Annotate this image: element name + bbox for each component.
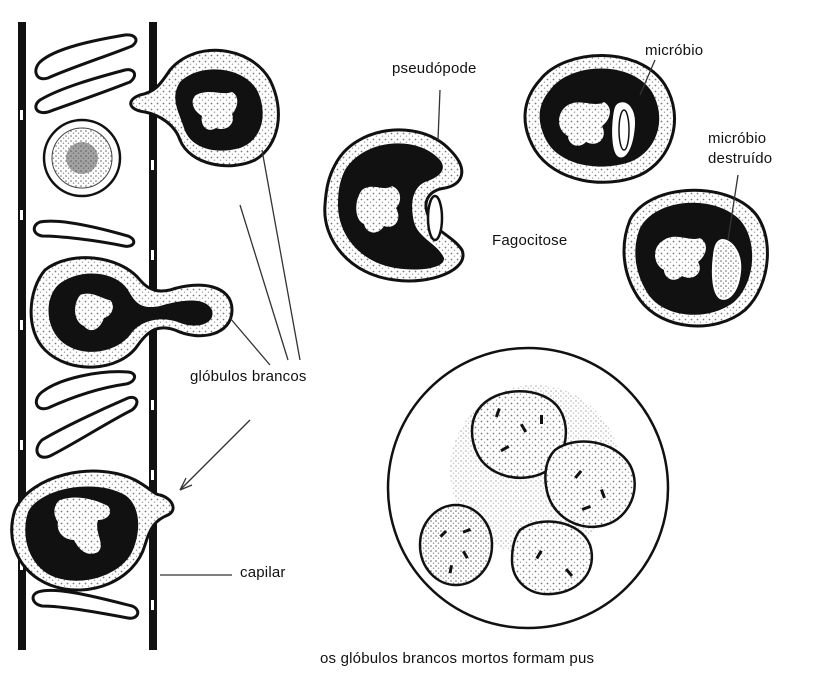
white-cell-outside-top: [129, 48, 280, 168]
pus-inset: [386, 346, 670, 630]
microbe-label: micróbio: [645, 42, 704, 59]
pus-caption: os glóbulos brancos mortos formam pus: [320, 650, 595, 667]
white-cells-label: glóbulos brancos: [190, 368, 307, 385]
destroyed-microbe-label-line1: micróbio: [708, 130, 767, 147]
destroyed-microbe-label-line2: destruído: [708, 150, 773, 167]
phagocytosis-label: Fagocitose: [492, 232, 568, 249]
red-blood-cells: [31, 33, 140, 620]
destroyed-microbe-leader: [727, 174, 739, 241]
white-cell-engulfed-microbe: [523, 54, 676, 184]
microbe-leader: [639, 59, 656, 96]
microbe-being-engulfed: [426, 194, 444, 242]
white-cells-leader-1: [239, 204, 289, 361]
capillary-label: capilar: [240, 564, 286, 581]
round-cell: [42, 118, 122, 198]
leader-lines: [160, 59, 739, 576]
capillary-wall-left: [18, 22, 26, 650]
white-cell-pseudopod: [323, 128, 465, 283]
red-blood-cell: [32, 219, 136, 248]
red-blood-cell: [35, 395, 139, 459]
white-cells-leader-2: [261, 149, 301, 361]
red-blood-cell: [34, 370, 136, 411]
red-blood-cell: [34, 68, 137, 115]
capillary-wall-right: [149, 22, 157, 650]
arrow-head: [179, 477, 193, 491]
pseudopod-label: pseudópode: [392, 60, 477, 77]
white-cell-in-vessel: [10, 469, 175, 592]
pseudopod-leader: [437, 89, 441, 141]
red-blood-cell: [34, 33, 138, 81]
engulfed-microbe: [618, 109, 630, 151]
white-cell-destroyed-microbe: [622, 188, 769, 328]
white-cells-arrow: [179, 419, 251, 491]
red-blood-cell: [31, 588, 140, 620]
white-cells-leader-3: [229, 317, 271, 366]
white-cell-crossing: [29, 256, 234, 369]
